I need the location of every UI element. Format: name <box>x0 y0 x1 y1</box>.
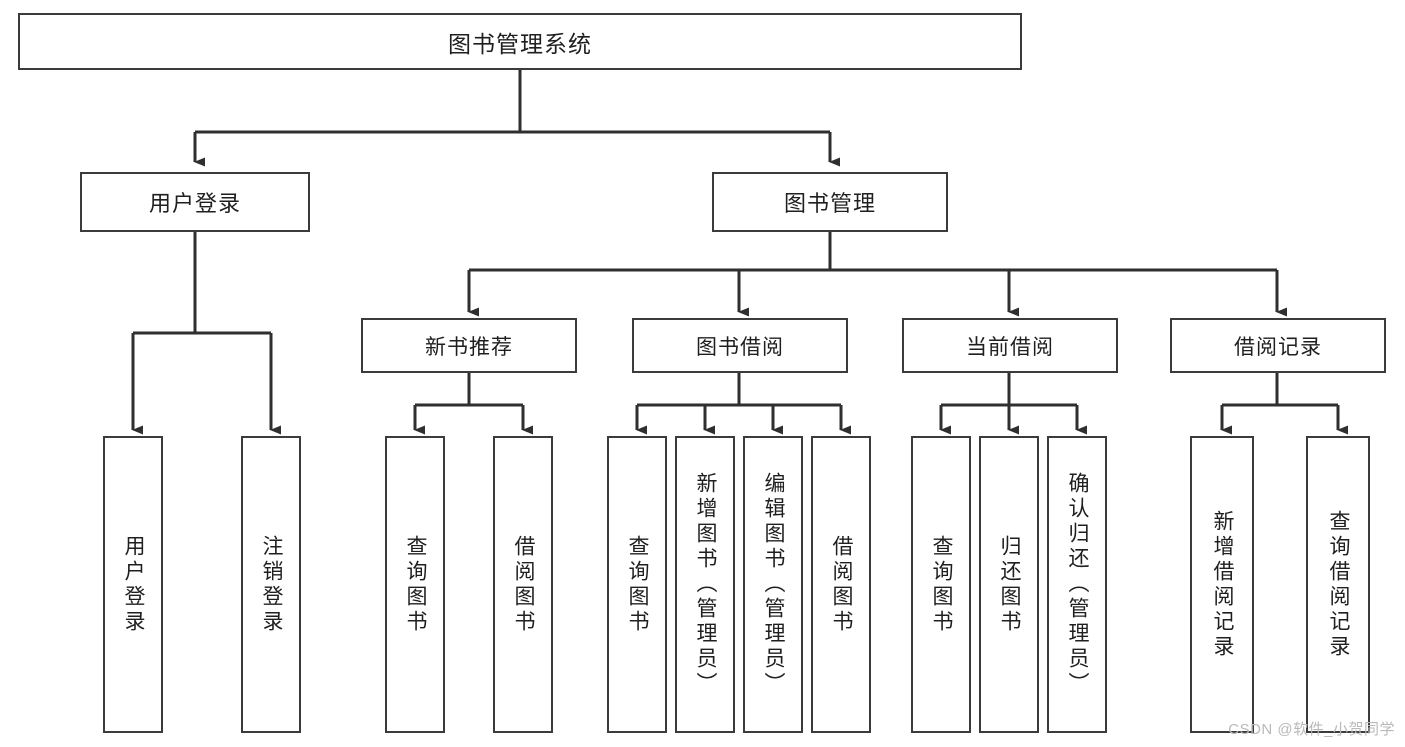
node-label: 确认归还（管理员） <box>1066 472 1090 697</box>
leaf-logout[interactable]: 注销登录 <box>241 436 301 733</box>
node-label: 查询图书 <box>930 534 954 635</box>
node-book-borrow[interactable]: 图书借阅 <box>632 318 848 373</box>
node-new-book-recommend[interactable]: 新书推荐 <box>361 318 577 373</box>
node-label: 借阅图书 <box>512 534 536 635</box>
node-label: 用户登录 <box>148 191 241 216</box>
node-root-book-management-system[interactable]: 图书管理系统 <box>18 13 1022 70</box>
node-label: 查询图书 <box>626 534 650 635</box>
leaf-bookborrow-add-book-admin[interactable]: 新增图书（管理员） <box>675 436 735 733</box>
node-label: 图书管理 <box>783 191 876 216</box>
node-label: 新书推荐 <box>425 335 513 359</box>
node-book-management[interactable]: 图书管理 <box>712 172 948 232</box>
node-label: 注销登录 <box>260 534 284 635</box>
node-label: 借阅图书 <box>830 534 854 635</box>
node-user-login[interactable]: 用户登录 <box>80 172 310 232</box>
leaf-user-login[interactable]: 用户登录 <box>103 436 163 733</box>
node-borrow-record[interactable]: 借阅记录 <box>1170 318 1386 373</box>
node-label: 编辑图书（管理员） <box>762 472 786 697</box>
node-label: 查询借阅记录 <box>1327 509 1351 660</box>
node-current-borrow[interactable]: 当前借阅 <box>902 318 1118 373</box>
leaf-currentborrow-confirm-return-admin[interactable]: 确认归还（管理员） <box>1047 436 1107 733</box>
node-label: 新增借阅记录 <box>1211 509 1235 660</box>
leaf-newbook-borrow-book[interactable]: 借阅图书 <box>493 436 553 733</box>
node-label: 图书管理系统 <box>448 30 592 57</box>
leaf-bookborrow-query-book[interactable]: 查询图书 <box>607 436 667 733</box>
node-label: 图书借阅 <box>696 335 784 359</box>
node-label: 新增图书（管理员） <box>694 472 718 697</box>
leaf-bookborrow-edit-book-admin[interactable]: 编辑图书（管理员） <box>743 436 803 733</box>
node-label: 当前借阅 <box>966 335 1054 359</box>
leaf-currentborrow-query-book[interactable]: 查询图书 <box>911 436 971 733</box>
node-label: 借阅记录 <box>1234 335 1322 359</box>
node-label: 查询图书 <box>404 534 428 635</box>
leaf-borrowrecord-add-record[interactable]: 新增借阅记录 <box>1190 436 1254 733</box>
node-label: 归还图书 <box>998 534 1022 635</box>
csdn-watermark: CSDN @软件_小贺同学 <box>1228 721 1395 738</box>
leaf-newbook-query-book[interactable]: 查询图书 <box>385 436 445 733</box>
leaf-bookborrow-borrow-book[interactable]: 借阅图书 <box>811 436 871 733</box>
leaf-currentborrow-return-book[interactable]: 归还图书 <box>979 436 1039 733</box>
leaf-borrowrecord-query-record[interactable]: 查询借阅记录 <box>1306 436 1370 733</box>
node-label: 用户登录 <box>122 534 146 635</box>
